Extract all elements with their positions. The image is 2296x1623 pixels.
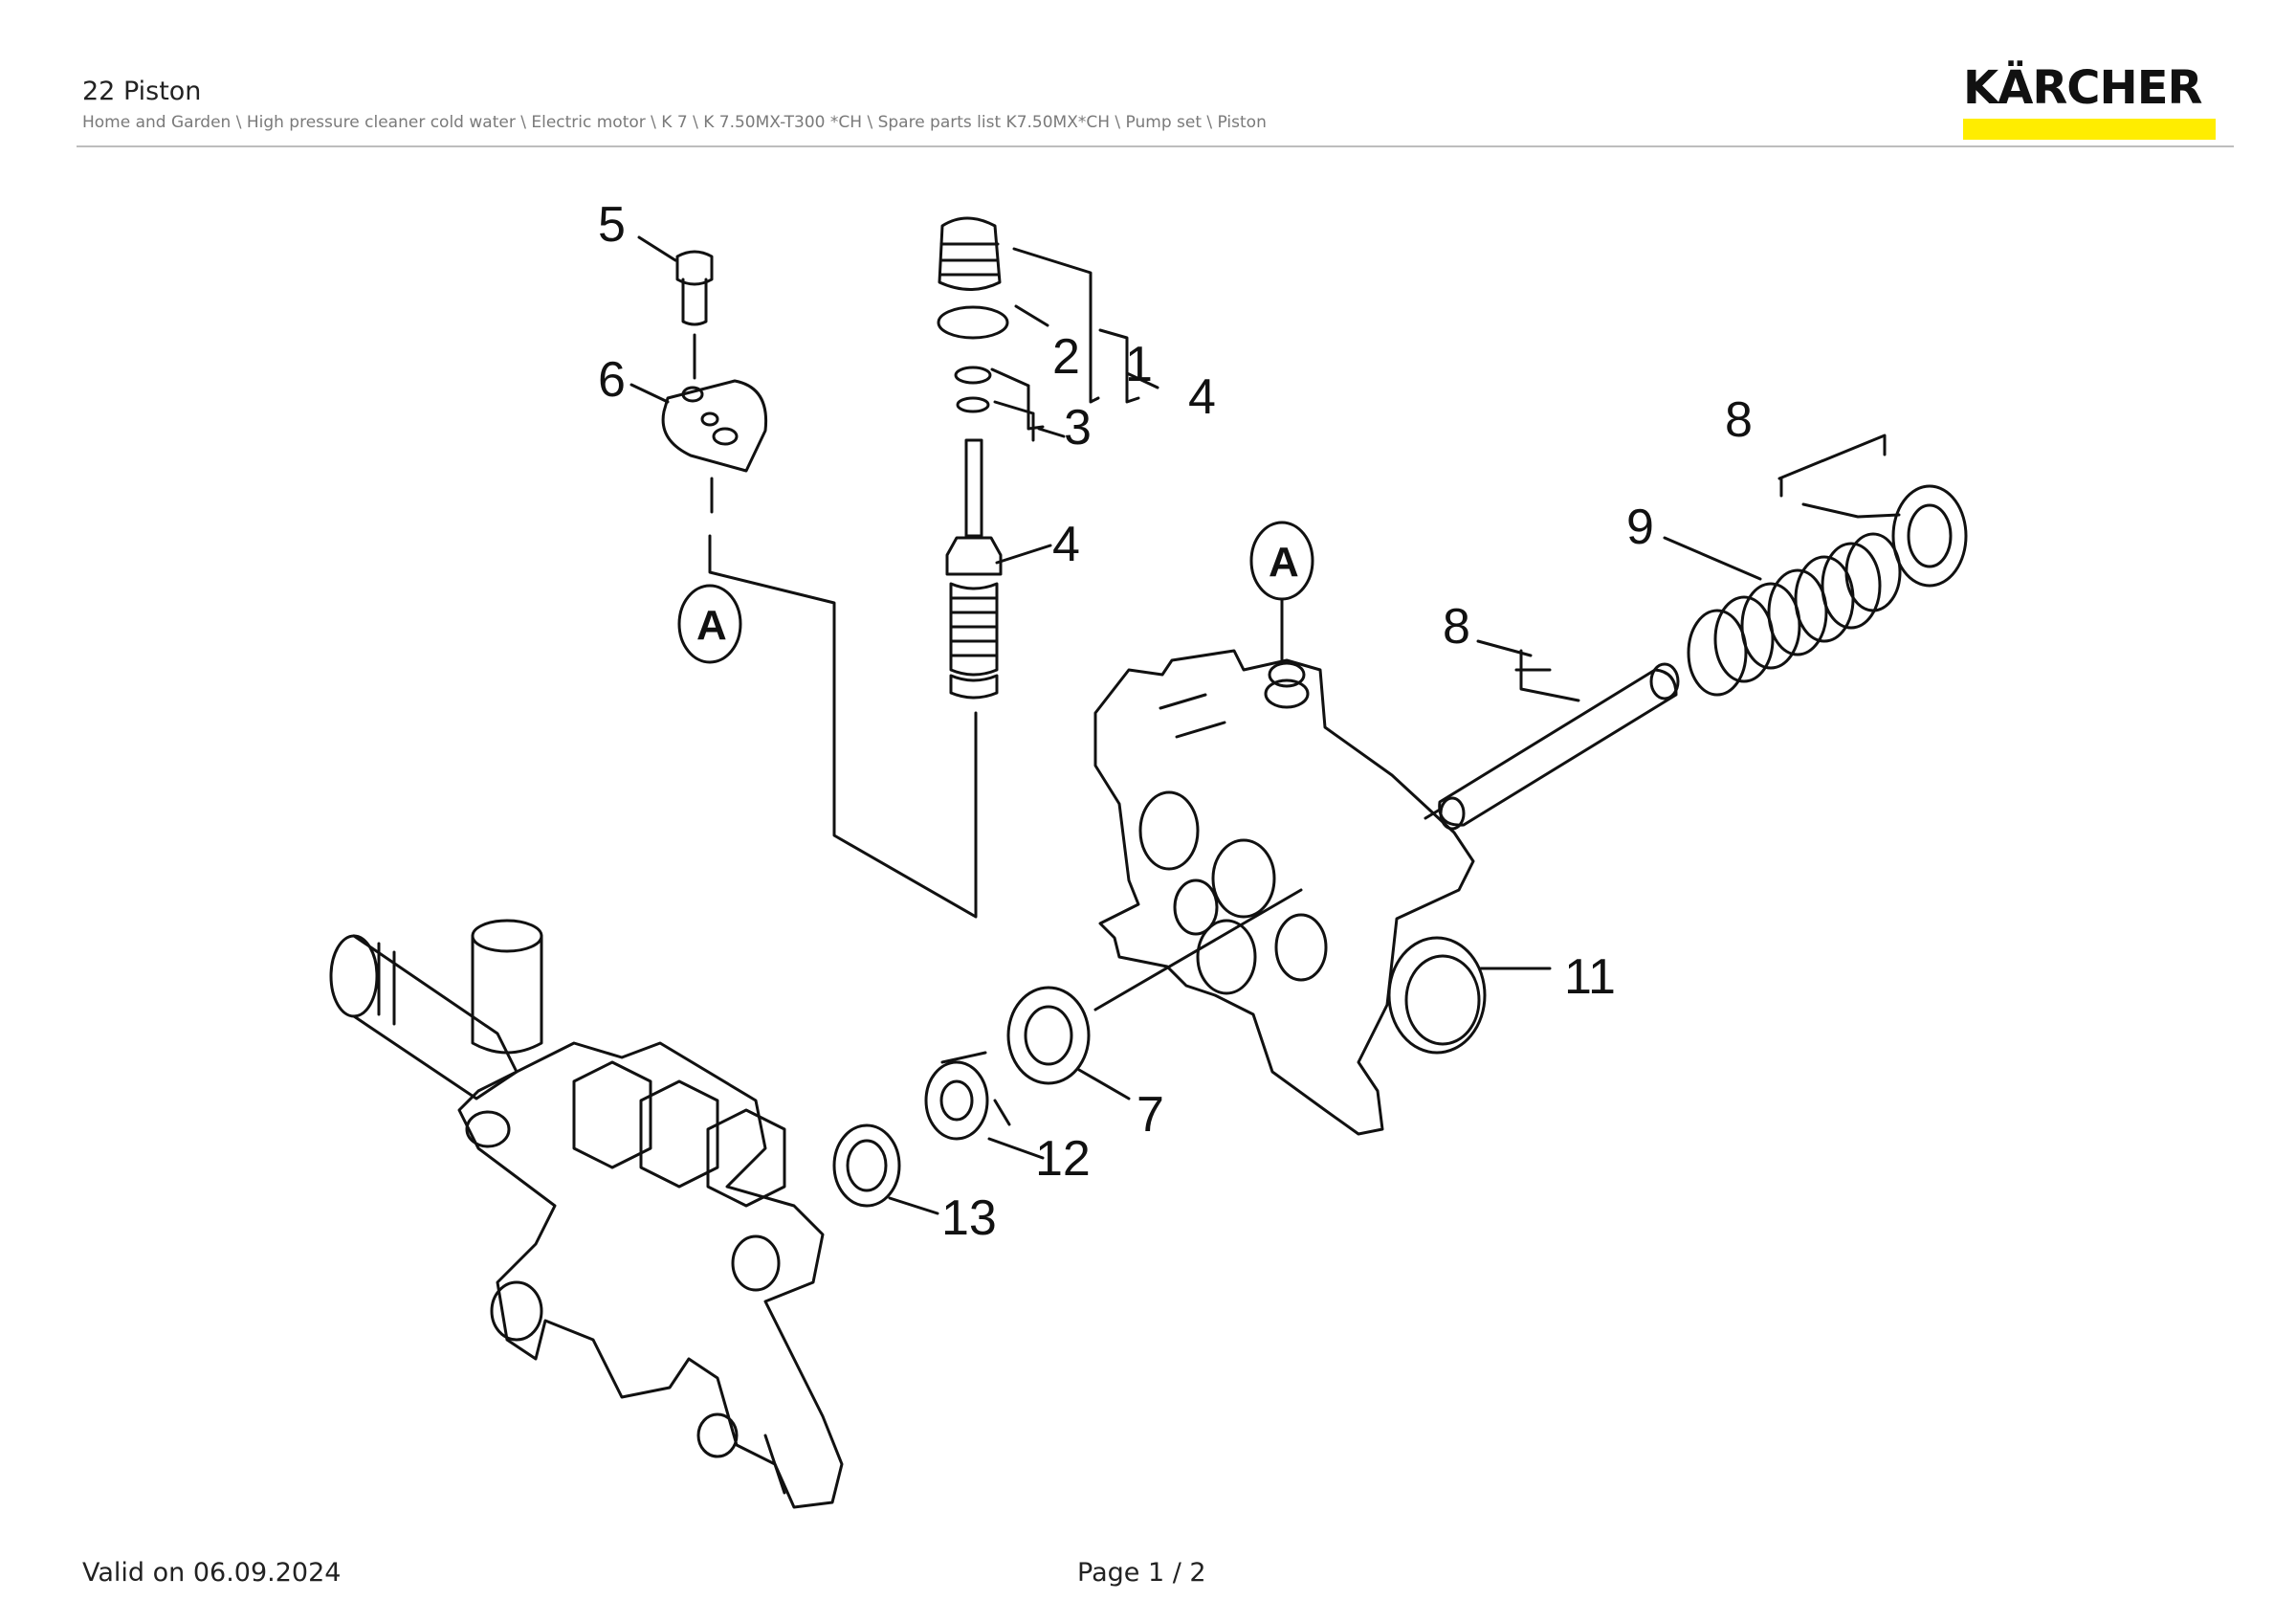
- piston-rod-part-8: [1424, 662, 1680, 831]
- marker-circle-a-left: [677, 584, 742, 664]
- callout-11: 11: [1564, 949, 1616, 1005]
- valve-part-1: [938, 216, 1002, 291]
- cylinder-head: [329, 919, 844, 1509]
- logo-yellow-bar: [1963, 119, 2216, 140]
- callout-13: 13: [941, 1190, 997, 1246]
- logo-wordmark: KÄRCHER: [1963, 61, 2202, 115]
- marker-a-right: A: [1269, 539, 1299, 586]
- o-ring-part-2: [937, 305, 1009, 340]
- callout-4: 4: [1052, 517, 1080, 572]
- valve-insert-part-4: [945, 438, 1003, 700]
- karcher-logo: KÄRCHER: [1963, 65, 2216, 140]
- validity-date: Valid on 06.09.2024: [82, 1558, 342, 1588]
- page-number: Page 1 / 2: [1077, 1558, 1206, 1588]
- marker-a-left: A: [696, 602, 727, 649]
- seal-part-7: [1006, 986, 1091, 1085]
- callout-1: 1: [1125, 337, 1153, 392]
- callout-6: 6: [598, 352, 626, 408]
- breadcrumb: Home and Garden \ High pressure cleaner …: [82, 113, 1267, 132]
- bracket-lines: [990, 247, 1159, 442]
- spring-part-9: [1687, 532, 1902, 697]
- callout-7: 7: [1137, 1087, 1164, 1143]
- callout-2: 2: [1052, 329, 1080, 385]
- connector-line-a: [708, 534, 978, 919]
- callout-5: 5: [598, 197, 626, 253]
- callout-9: 9: [1626, 500, 1654, 555]
- ring-part-3b: [956, 396, 990, 413]
- callout-8-mid: 8: [1443, 599, 1470, 655]
- retainer-ring-part-8: [1891, 484, 1968, 588]
- screw-part-5: [675, 250, 714, 380]
- holder-part-12: [924, 1051, 1011, 1141]
- callout-3: 3: [1064, 400, 1092, 456]
- page-title: 22 Piston: [82, 77, 202, 106]
- pump-housing: [1093, 649, 1475, 1136]
- outlet-port-part-11: [1404, 954, 1481, 1046]
- ring-part-3a: [954, 366, 992, 385]
- seal-part-13: [832, 1123, 901, 1208]
- plate-part-6: [661, 379, 768, 514]
- callout-4-top: 4: [1188, 369, 1216, 425]
- callout-12: 12: [1035, 1131, 1091, 1187]
- callout-8-top: 8: [1725, 392, 1753, 448]
- header-divider: [77, 145, 2234, 147]
